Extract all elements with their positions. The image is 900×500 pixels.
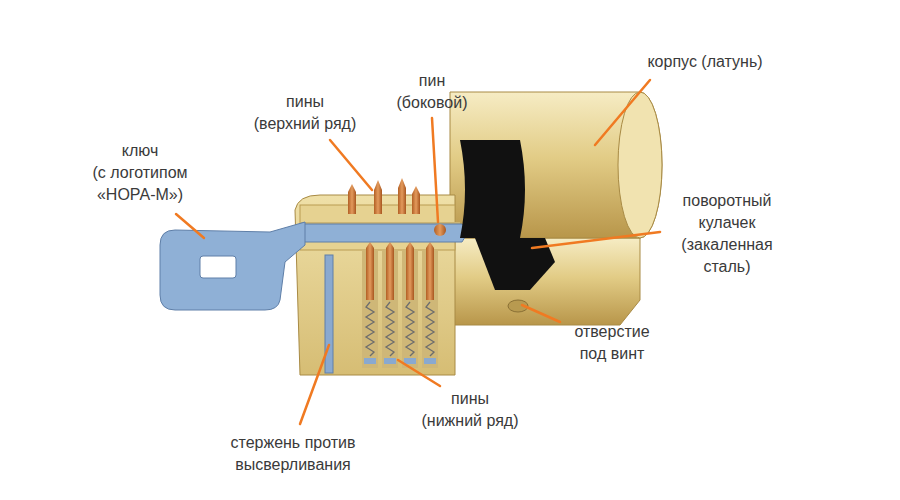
key-blade bbox=[300, 224, 468, 242]
key-hole bbox=[200, 256, 236, 278]
leader-line bbox=[432, 118, 438, 222]
callout-label: пины (нижний ряд) bbox=[421, 388, 518, 432]
key-head bbox=[160, 222, 305, 310]
callout-label: пины (верхний ряд) bbox=[254, 91, 356, 135]
springs bbox=[366, 302, 434, 356]
bottom-pins bbox=[366, 242, 434, 300]
side-pin bbox=[434, 224, 446, 236]
cam-ring bbox=[460, 140, 525, 238]
callout-label: корпус (латунь) bbox=[647, 51, 762, 73]
callout-label: пин (боковой) bbox=[397, 70, 468, 114]
leader-line bbox=[398, 360, 440, 386]
leader-line bbox=[595, 80, 650, 145]
housing-end-face bbox=[618, 92, 662, 238]
leader-lines bbox=[176, 80, 660, 424]
callout-label: отверстие под винт bbox=[574, 321, 649, 365]
callout-label: ключ (с логотипом «НОРА-М») bbox=[92, 140, 187, 206]
callout-label: поворотный кулачек (закаленная сталь) bbox=[681, 190, 772, 278]
callout-label: стержень против высверливания bbox=[230, 432, 355, 476]
leader-line bbox=[300, 345, 329, 424]
top-pins bbox=[348, 178, 420, 214]
leader-line bbox=[330, 140, 372, 190]
leader-line bbox=[176, 214, 204, 238]
leader-line bbox=[532, 232, 660, 248]
leader-line bbox=[522, 305, 560, 322]
housing-body bbox=[450, 92, 662, 238]
